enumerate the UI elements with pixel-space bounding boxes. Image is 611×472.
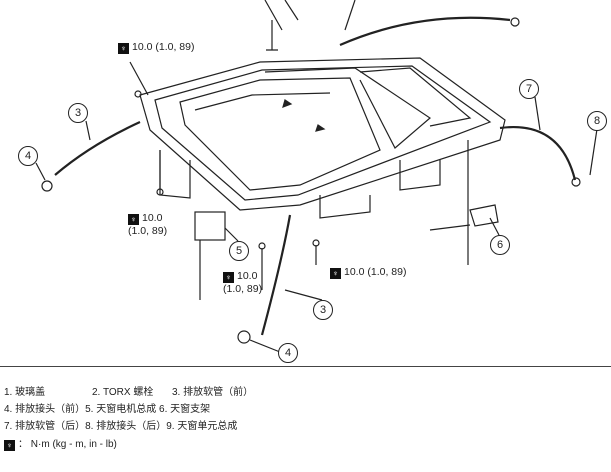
- callout-7-rear-hose: 7: [519, 79, 539, 99]
- torque-wrench-icon: ♆: [4, 440, 15, 451]
- sunroof-bracket: [469, 204, 499, 227]
- callout-8-rear-joint: 8: [587, 111, 607, 131]
- callout-5-motor: 5: [229, 241, 249, 261]
- torque-wrench-icon: ♆: [128, 214, 139, 225]
- legend-row-2: 4. 排放接头（前）5. 天窗电机总成 6. 天窗支架: [4, 404, 211, 415]
- callout-3-front-hose: 3: [68, 103, 88, 123]
- torque-spec: ♆10.0 (1.0, 89): [118, 41, 194, 54]
- callout-4-front-joint-lower: 4: [278, 343, 298, 363]
- front-drain-hose: [54, 121, 141, 176]
- front-drain-hose-lower: [260, 214, 292, 336]
- torque-spec: ♆10.0 (1.0, 89): [128, 212, 168, 237]
- callout-6-bracket: 6: [490, 235, 510, 255]
- torque-spec: ♆10.0 (1.0, 89): [223, 270, 263, 295]
- glass-lid: [179, 77, 381, 191]
- divider: [0, 366, 611, 367]
- rear-drain-hose: [339, 16, 511, 47]
- callout-4-front-joint: 4: [18, 146, 38, 166]
- callout-3-front-hose-lower: 3: [313, 300, 333, 320]
- torque-wrench-icon: ♆: [118, 43, 129, 54]
- torque-spec: ♆10.0 (1.0, 89): [330, 266, 406, 279]
- sunroof-motor: [194, 211, 226, 241]
- torque-wrench-icon: ♆: [330, 268, 341, 279]
- sunroof-line-drawing: [35, 0, 598, 353]
- legend-row-3: 7. 排放软管（后）8. 排放接头（后）9. 天窗单元总成: [4, 421, 238, 432]
- rear-drain-hose-2: [499, 126, 577, 181]
- legend-unit-note: ♆： N·m (kg - m, in - lb): [4, 438, 117, 452]
- torque-wrench-icon: ♆: [223, 272, 234, 283]
- sunroof-frame: [139, 57, 506, 211]
